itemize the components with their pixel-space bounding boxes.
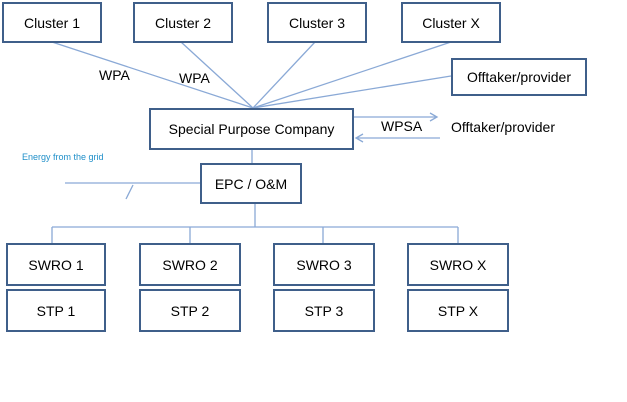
wpa-label-right: WPA [179,70,210,86]
cluster-2-label: Cluster 2 [154,14,212,31]
cluster-1-label: Cluster 1 [23,14,81,31]
wpsa-arrowhead-out [429,112,439,122]
energy-from-grid-label: Energy from the grid [22,152,104,162]
epc-om-box: EPC / O&M [200,163,302,204]
line-cluster-2 [180,41,254,109]
swro-1-label: SWRO 1 [28,256,84,273]
line-cluster-x [252,41,452,109]
swro-2-label: SWRO 2 [162,256,218,273]
grid-supply-tick [125,184,134,200]
cluster-x-box: Cluster X [401,2,501,43]
stp-1-label: STP 1 [36,302,76,319]
cluster-1-box: Cluster 1 [2,2,102,43]
offtaker-provider-box-label: Offtaker/provider [466,69,571,85]
swro-x-label: SWRO X [429,256,487,273]
wpa-label-left: WPA [99,67,130,83]
stp-3-label: STP 3 [304,302,344,319]
wpsa-label: WPSA [381,118,423,134]
line-offtaker-box [252,75,452,109]
cluster-3-box: Cluster 3 [267,2,367,43]
stp-3-box: STP 3 [273,289,375,332]
stp-x-label: STP X [437,302,479,319]
epc-om-label: EPC / O&M [214,175,288,192]
swro-3-label: SWRO 3 [296,256,352,273]
line-cluster-1 [51,41,254,109]
stp-x-box: STP X [407,289,509,332]
swro-3-box: SWRO 3 [273,243,375,286]
offtaker-provider-box: Offtaker/provider [451,58,587,96]
swro-1-box: SWRO 1 [6,243,106,286]
offtaker-provider-text: Offtaker/provider [451,119,556,135]
cluster-3-label: Cluster 3 [288,14,346,31]
swro-x-box: SWRO X [407,243,509,286]
cluster-2-box: Cluster 2 [133,2,233,43]
stp-2-box: STP 2 [139,289,241,332]
stp-2-label: STP 2 [170,302,210,319]
swro-2-box: SWRO 2 [139,243,241,286]
special-purpose-company-label: Special Purpose Company [168,121,335,137]
special-purpose-company-box: Special Purpose Company [149,108,354,150]
line-cluster-3 [252,41,316,109]
cluster-x-label: Cluster X [422,14,480,31]
stp-1-box: STP 1 [6,289,106,332]
wpsa-arrowhead-in [354,133,364,143]
